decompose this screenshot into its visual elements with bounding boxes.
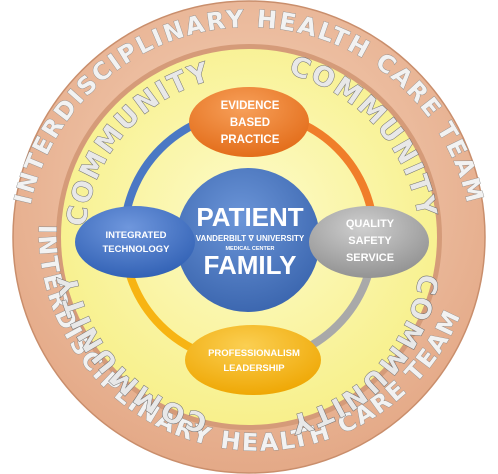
center-circle: [176, 168, 320, 312]
node-quality-line-2: SAFETY: [348, 235, 392, 247]
node-integrated-technology: [75, 206, 195, 278]
node-professionalism-line-1: PROFESSIONALISM: [208, 348, 300, 359]
vanderbilt-logo: VANDERBILT ∇ UNIVERSITY: [196, 234, 305, 243]
center-label-patient: PATIENT: [196, 202, 303, 232]
node-quality-safety-service: [309, 206, 429, 278]
node-evidence-line-3: PRACTICE: [221, 134, 280, 146]
node-professionalism-leadership: [185, 325, 321, 395]
node-evidence-line-2: BASED: [230, 117, 270, 129]
node-quality-line-3: SERVICE: [346, 252, 394, 264]
node-professionalism-line-2: LEADERSHIP: [223, 363, 285, 374]
vanderbilt-logo-subtext: MEDICAL CENTER: [225, 246, 274, 252]
node-evidence-based-practice: [189, 87, 309, 157]
center-label-family: FAMILY: [204, 250, 297, 280]
node-technology-line-1: INTEGRATED: [105, 230, 166, 241]
node-quality-line-1: QUALITY: [346, 218, 395, 230]
node-evidence-line-1: EVIDENCE: [221, 100, 280, 112]
node-technology-line-2: TECHNOLOGY: [102, 244, 170, 255]
